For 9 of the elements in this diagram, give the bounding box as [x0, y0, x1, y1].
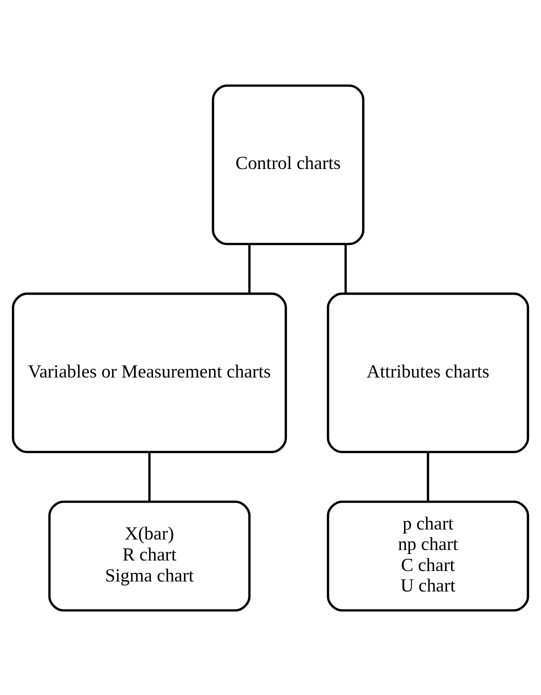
node-box: Variables or Measurement charts	[12, 292, 287, 453]
node-box: X(bar) R chart Sigma chart	[48, 500, 251, 612]
connector	[248, 244, 251, 293]
node-box: p chart np chart C chart U chart	[326, 500, 530, 612]
node-box: Attributes charts	[326, 292, 530, 453]
connector	[148, 452, 151, 501]
connector	[344, 244, 347, 293]
connector	[426, 452, 430, 501]
node-box: Control charts	[212, 84, 364, 245]
